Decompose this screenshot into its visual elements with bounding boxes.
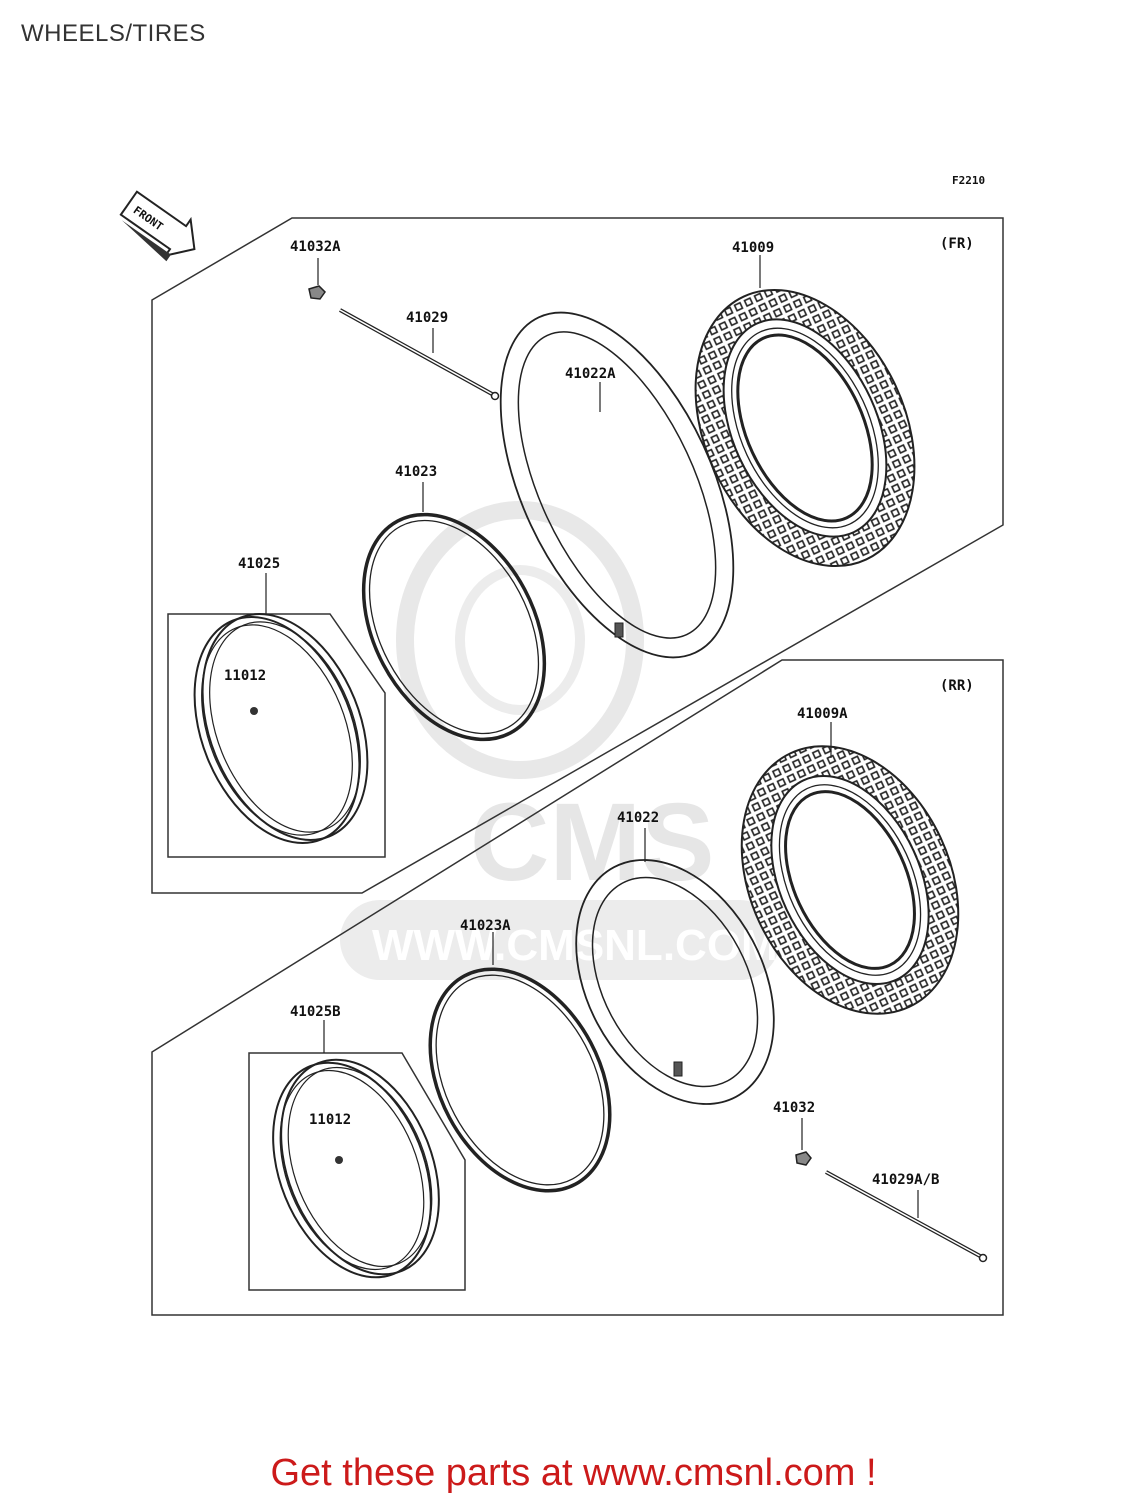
watermark-url: WWW.CMSNL.COM [372, 921, 778, 970]
rear-spoke: 41029A/B [825, 1170, 988, 1263]
rear-section-frame [151, 659, 1004, 1316]
rear-rim-nipple-label: 11012 [309, 1112, 351, 1128]
front-spoke: 41029 [339, 308, 500, 401]
front-tire: 41009 [694, 240, 916, 568]
rear-rim: 41025B 11012 [248, 1004, 466, 1291]
watermark: CMS WWW.CMSNL.COM [340, 501, 780, 980]
rear-valve-nut: 41032 [773, 1100, 815, 1166]
front-valve-nut: 41032A [290, 239, 341, 300]
front-rim-band: 41023 [361, 464, 547, 742]
rear-rim-label: 41025B [290, 1004, 341, 1020]
front-rim-label: 41025 [238, 556, 280, 572]
rear-valve-nut-label: 41032 [773, 1100, 815, 1116]
rear-tube: 41022 [575, 810, 775, 1105]
footer-cta[interactable]: Get these parts at www.cmsnl.com ! [270, 1452, 877, 1494]
parts-diagram: CMS WWW.CMSNL.COM FRONT F2210 (FR) 41032… [119, 174, 1004, 1316]
rear-rim-band: 41023A [428, 918, 612, 1193]
front-section-frame [151, 217, 1004, 894]
front-rim-nipple-label: 11012 [224, 668, 266, 684]
front-arrow-icon: FRONT [119, 190, 196, 262]
rear-section-label: (RR) [940, 678, 974, 694]
rear-tire-label: 41009A [797, 706, 848, 722]
rear-spoke-label: 41029A/B [872, 1172, 939, 1188]
rear-rim-band-label: 41023A [460, 918, 511, 934]
rear-tube-label: 41022 [617, 810, 659, 826]
front-rim-band-label: 41023 [395, 464, 437, 480]
front-section-label: (FR) [940, 236, 974, 252]
figure-code: F2210 [952, 174, 985, 187]
page-title: WHEELS/TIRES [21, 20, 206, 47]
rear-tire: 41009A [740, 706, 960, 1015]
front-valve-nut-label: 41032A [290, 239, 341, 255]
front-spoke-label: 41029 [406, 310, 448, 326]
front-tire-label: 41009 [732, 240, 774, 256]
front-tube: 41022A [499, 311, 735, 659]
front-tube-label: 41022A [565, 366, 616, 382]
front-rim: 41025 11012 [167, 556, 386, 858]
